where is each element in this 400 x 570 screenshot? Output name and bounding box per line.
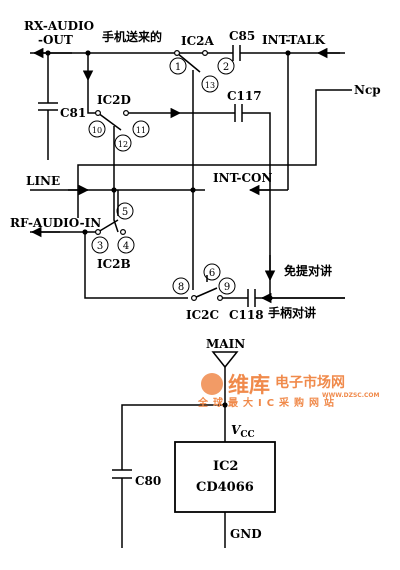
pin-circle [88,120,106,138]
pin-circle [218,277,236,295]
pin-6: 6 [209,268,215,279]
junction-dot [222,402,228,408]
pin-circle [169,57,187,75]
ic2-chip [174,441,276,513]
pin-12: 12 [118,140,128,149]
ncp-wire [77,89,352,218]
label-handsfree: 免提对讲 [284,263,332,278]
pin-9: 9 [224,282,230,293]
pin-1: 1 [175,62,181,73]
label-rf-audio-in: RF-AUDIO-IN [10,216,101,230]
junction-dot [285,50,291,56]
ic2d-down [113,126,119,233]
contact [217,295,224,302]
label-from-handset: 手机送来的 [102,29,162,44]
label-ic2a: IC2A [181,34,215,48]
ic2b-blade [97,219,119,233]
watermark-url: WWW.DZSC.COM [322,392,379,399]
pin-11: 11 [136,126,146,135]
pin-circle [114,134,132,152]
junction-dot [45,50,51,56]
contact [122,109,129,116]
switch-contacts [94,49,224,302]
pin-circles [88,57,236,295]
pin-3: 3 [97,241,103,252]
label-ncp: Ncp [354,83,381,97]
label-ic2d: IC2D [97,93,131,107]
ic2c-blade [193,287,218,299]
label-ic2c: IC2C [186,308,219,322]
junction-dot [82,229,88,235]
label-rx-audio: RX-AUDIO [24,19,94,33]
pin-circle [117,236,135,254]
label-vcc: VCC [231,423,255,440]
pin-circle [201,75,219,93]
junction-dot [111,187,117,193]
contact [174,49,181,56]
main-antenna-icon [211,351,239,369]
label-int-talk: INT-TALK [262,33,326,47]
label-main: MAIN [206,337,245,351]
ic2d-feed [87,80,96,114]
ic2b-to-ic2c [84,232,188,299]
ic2a-blade [176,52,201,73]
junction-dot [190,187,196,193]
pin-2: 2 [223,62,229,73]
label-c80: C80 [135,474,161,488]
pin-circle [116,202,134,220]
pin-circle [132,120,150,138]
junction-dot [85,50,91,56]
pin-circle [217,57,235,75]
label-ic2: IC2 [213,459,238,474]
c117-right [242,112,271,298]
label-c85: C85 [229,29,255,43]
label-c117: C117 [227,89,262,103]
pin-circle [91,236,109,254]
pin-5: 5 [122,207,128,218]
pin-10: 10 [92,126,102,135]
junction-dots [45,50,291,408]
pin-circle [172,277,190,295]
watermark: 维库 电子市场网 WWW.DZSC.COM 全球最大IC采购网站 [197,373,379,409]
junction-dot [267,295,273,301]
label-handset-talk: 手柄对讲 [268,305,316,320]
labels: RX-AUDIO -OUT 手机送来的 IC2A C85 INT-TALK C8… [10,19,381,541]
label-cd4066: CD4066 [196,480,254,495]
label-ic2b: IC2B [97,257,131,271]
watermark-slogan: 全球最大IC采购网站 [197,396,339,409]
vcc-branch [121,404,225,470]
label-vcc-v: V [231,423,242,437]
label-line: LINE [26,174,60,188]
contact [119,229,126,236]
label-gnd: GND [230,527,262,541]
label-vcc-sub: CC [240,430,254,440]
label-int-con: INT-CON [213,171,273,185]
pin-13: 13 [205,81,215,90]
contact [191,295,198,302]
watermark-brand: 维库 [228,373,270,397]
label-c118: C118 [229,308,264,322]
contact [94,229,101,236]
contact [94,109,101,116]
ic2d-blade [97,112,122,131]
watermark-logo-icon [201,373,223,395]
contact [202,49,209,56]
label-rx-audio-out: -OUT [38,33,73,47]
pin-circle [203,263,221,281]
pin-numbers: 1 2 13 10 11 12 5 3 4 6 8 9 [92,62,230,293]
watermark-title: 电子市场网 [275,374,345,391]
pin-4: 4 [123,241,129,252]
pin-8: 8 [178,282,184,293]
label-c81: C81 [60,106,86,120]
